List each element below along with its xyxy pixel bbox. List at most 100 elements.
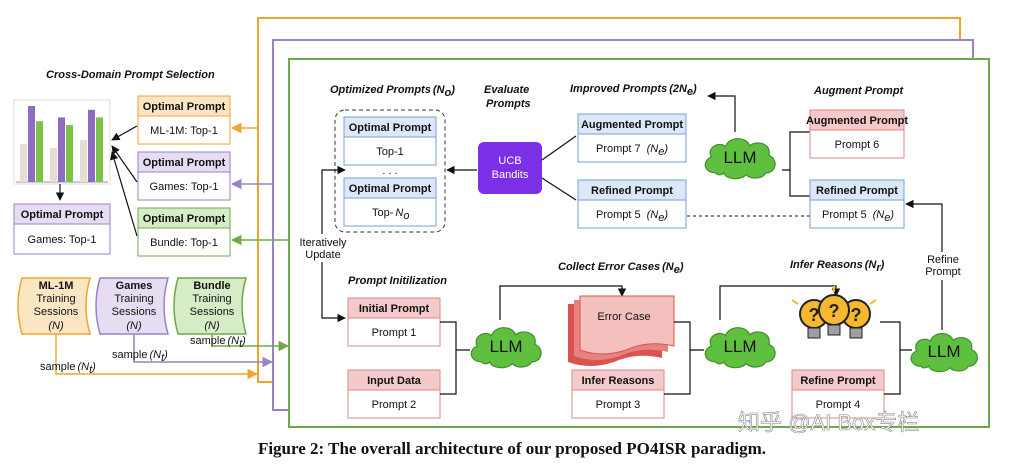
svg-text:sample(Nt): sample(Nt) <box>112 349 168 364</box>
collect-errors-title: Collect Error Cases(Ne) <box>558 261 684 276</box>
session-ml1m: ML-1M Training Sessions (N) <box>17 277 91 335</box>
refine-prompt-box: Refine Prompt Prompt 4 <box>791 369 885 419</box>
sample-math: (N <box>77 361 89 373</box>
cross-domain-result-box: Optimal Prompt Games: Top-1 <box>13 203 111 255</box>
error-case-stack: Error Case <box>568 295 675 366</box>
session-line1: Training <box>36 293 75 305</box>
box-header: Optimal Prompt <box>143 157 226 169</box>
llm-cloud-top: LLM <box>704 138 776 180</box>
iteratively-update-line2: Update <box>305 249 340 261</box>
chart-bar <box>80 140 87 182</box>
chart-bar <box>50 147 57 182</box>
box-body: Top-No <box>372 207 409 222</box>
chart-bar <box>36 121 43 182</box>
svg-text:?: ? <box>809 305 820 325</box>
augment-prompt-title: Augment Prompt <box>813 85 905 97</box>
llm-label: LLM <box>723 148 756 167</box>
optimal-prompt-bundle: Optimal Prompt Bundle: Top-1 <box>137 207 231 257</box>
error-case-label: Error Case <box>597 311 650 323</box>
box-body: Games: Top-1 <box>150 181 219 193</box>
refine-prompt-line1: Refine <box>927 254 959 266</box>
sample-label-ml1m: sample(Nt) <box>40 361 96 376</box>
refine-prompt-line2: Prompt <box>925 266 960 278</box>
box-body: Prompt 2 <box>372 399 417 411</box>
session-line2: Sessions <box>34 306 79 318</box>
session-count: (N) <box>48 320 64 332</box>
box-body: Prompt 5(Ne) <box>596 209 668 224</box>
ucb-line2: Bandits <box>492 169 529 181</box>
box-header: Augmented Prompt <box>581 119 683 131</box>
sample-label-games: sample(Nt) <box>112 349 168 364</box>
ellipsis: . . . <box>382 165 397 177</box>
figure-caption: Figure 2: The overall architecture of ou… <box>258 439 766 458</box>
improved-prompts-title: Improved Prompts(2Ne) <box>570 83 697 98</box>
llm-label: LLM <box>489 337 522 356</box>
session-count: (N) <box>126 320 142 332</box>
sample-sub: t <box>239 338 243 350</box>
iteratively-update-line1: Iteratively <box>299 237 347 249</box>
watermark: 知乎 @AI Box专栏 <box>738 410 919 435</box>
chart-bar <box>28 106 35 182</box>
box-body: Prompt 4 <box>816 399 861 411</box>
sample-text: sample <box>190 335 225 347</box>
result-body: Games: Top-1 <box>28 234 97 246</box>
llm-cloud-errors: LLM <box>704 327 776 369</box>
sample-sub: t <box>161 352 165 364</box>
box-header: Optimal Prompt <box>349 122 432 134</box>
session-games: Games Training Sessions (N) <box>95 277 169 335</box>
sample-math: (N <box>227 335 239 347</box>
improved-augmented-box: Augmented Prompt Prompt 7(Ne) <box>577 113 687 163</box>
session-name: Bundle <box>193 280 230 292</box>
optimized-top1-box: Optimal Prompt Top-1 <box>343 116 437 166</box>
chart-bar <box>88 109 95 182</box>
svg-text:sample(Nt): sample(Nt) <box>40 361 96 376</box>
session-bundle: Bundle Training Sessions (N) <box>173 277 247 335</box>
session-count: (N) <box>204 320 220 332</box>
chart-bar <box>96 117 103 182</box>
svg-text:?: ? <box>851 305 862 325</box>
box-header: Infer Reasons <box>582 375 655 387</box>
llm-label: LLM <box>927 342 960 361</box>
box-body: Prompt 5(Ne) <box>822 209 894 224</box>
chart-bar <box>66 125 73 182</box>
session-name: ML-1M <box>39 280 74 292</box>
infer-reasons-title: Infer Reasons(Nr) <box>790 259 885 274</box>
llm-label: LLM <box>723 337 756 356</box>
box-header: Optimal Prompt <box>349 183 432 195</box>
session-line1: Training <box>114 293 153 305</box>
box-header: Optimal Prompt <box>143 213 226 225</box>
bar-chart-icon <box>13 99 111 185</box>
box-header: Refined Prompt <box>591 185 673 197</box>
result-header: Optimal Prompt <box>21 209 104 221</box>
infer-reasons-box: Infer Reasons Prompt 3 <box>571 369 665 419</box>
sample-sub: t <box>89 364 93 376</box>
sample-label-bundle: sample(Nt) <box>190 335 246 350</box>
optimal-prompt-ml1m: Optimal Prompt ML-1M: Top-1 <box>137 95 231 145</box>
svg-text:sample(Nt): sample(Nt) <box>190 335 246 350</box>
improved-refined-box: Refined Prompt Prompt 5(Ne) <box>577 179 687 229</box>
optimized-prompts-title: Optimized Prompts(No) <box>330 84 455 99</box>
optimal-prompt-games: Optimal Prompt Games: Top-1 <box>137 151 231 201</box>
box-body: Top-1 <box>376 146 404 158</box>
box-header: Optimal Prompt <box>143 101 226 113</box>
box-body: Prompt 7(Ne) <box>596 143 668 158</box>
box-header: Refined Prompt <box>816 185 898 197</box>
sample-text: sample <box>40 361 75 373</box>
chart-bar <box>20 144 27 182</box>
llm-cloud-init: LLM <box>470 327 542 369</box>
evaluate-title-1: Evaluate <box>484 84 529 96</box>
box-header: Input Data <box>367 375 422 387</box>
box-body: Bundle: Top-1 <box>150 237 218 249</box>
llm-cloud-refine: LLM <box>910 332 978 373</box>
evaluate-title-2: Prompts <box>486 98 531 110</box>
session-line2: Sessions <box>190 306 235 318</box>
session-line2: Sessions <box>112 306 157 318</box>
box-body: ML-1M: Top-1 <box>150 125 218 137</box>
input-data-box: Input Data Prompt 2 <box>347 369 441 419</box>
augment-refined-box: Refined Prompt Prompt 5(Ne) <box>809 179 905 229</box>
initial-prompt-box: Initial Prompt Prompt 1 <box>347 297 441 347</box>
ucb-bandits-box: UCB Bandits <box>478 142 542 194</box>
box-header: Initial Prompt <box>359 303 430 315</box>
chart-bar <box>58 117 65 182</box>
